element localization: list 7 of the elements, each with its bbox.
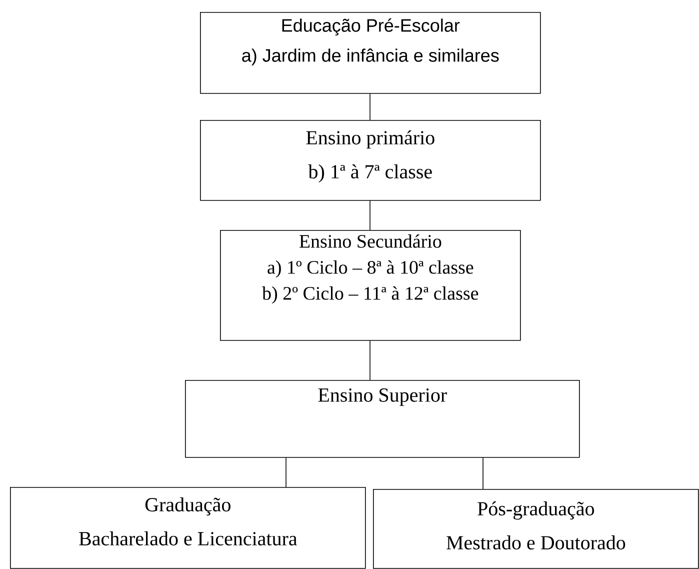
text-box: Pós-graduação Mestrado e Doutorado — [373, 489, 699, 569]
text-box: Graduação Bacharelado e Licenciatura — [10, 487, 366, 569]
text-box: Ensino primário b) 1ª à 7ª classe — [200, 120, 541, 201]
text-box: Ensino Secundário a) 1º Ciclo – 8ª à 10ª classe b) 2º Ciclo – 11ª à 12ª classe — [220, 230, 521, 341]
text-box: Ensino Superior — [185, 380, 580, 458]
text-box: Educação Pré-Escolar a) Jardim de infância e similares — [200, 12, 541, 94]
connector-line — [482, 457, 484, 490]
